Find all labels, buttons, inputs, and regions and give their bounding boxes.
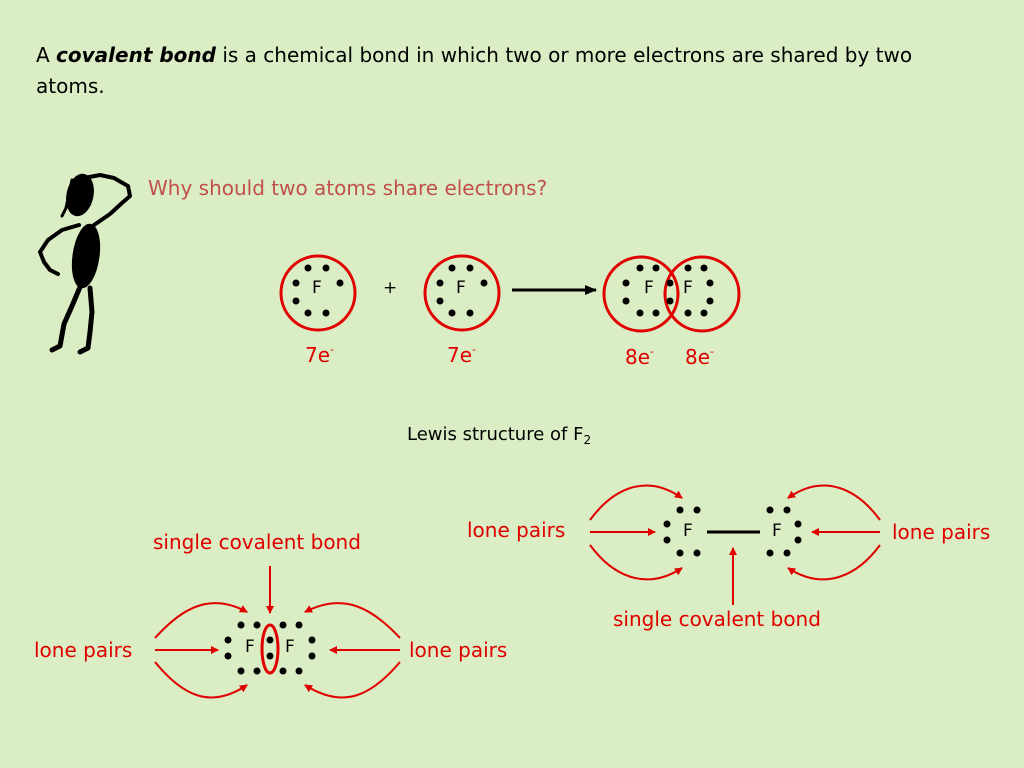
electron-count-right: 7e- <box>447 343 477 367</box>
atom-symbol: F <box>245 637 255 657</box>
lewis-structure-dash: F F <box>589 484 881 605</box>
lewis-structure-dots: F F <box>154 566 401 699</box>
atom-symbol: F <box>285 637 295 657</box>
label-lone-pairs-tl: lone pairs <box>467 518 566 542</box>
label-lone-pairs-bl: lone pairs <box>34 638 133 662</box>
label-lone-pairs-tr: lone pairs <box>892 520 991 544</box>
intro-prefix: A <box>36 43 57 67</box>
label-single-bond-right: single covalent bond <box>613 607 821 631</box>
atom-symbol: F <box>772 521 782 541</box>
shared-pair-highlight <box>260 623 280 675</box>
intro-text: A covalent bond is a chemical bond in wh… <box>36 40 956 102</box>
thinking-person-icon <box>38 173 132 355</box>
electron-count-bonded-left: 8e- <box>625 345 655 369</box>
atom-symbol: F <box>312 278 322 298</box>
label-lone-pairs-br: lone pairs <box>409 638 508 662</box>
label-single-bond-left: single covalent bond <box>153 530 361 554</box>
atom-symbol: F <box>683 521 693 541</box>
atom-symbol: F <box>644 278 654 298</box>
electron-count-left: 7e- <box>305 343 335 367</box>
atom-left: F <box>279 254 357 332</box>
plus-sign: + <box>383 278 397 298</box>
atom-right: F <box>423 254 501 332</box>
intro-rest: is a chemical bond in which two or more … <box>36 43 913 98</box>
question-text: Why should two atoms share electrons? <box>148 176 548 200</box>
bonded-molecule: F F <box>602 255 741 333</box>
atom-symbol: F <box>683 278 693 298</box>
lewis-title: Lewis structure of F2 <box>407 424 592 447</box>
intro-term: covalent bond <box>56 43 216 67</box>
atom-symbol: F <box>456 278 466 298</box>
electron-count-bonded-right: 8e- <box>685 345 715 369</box>
